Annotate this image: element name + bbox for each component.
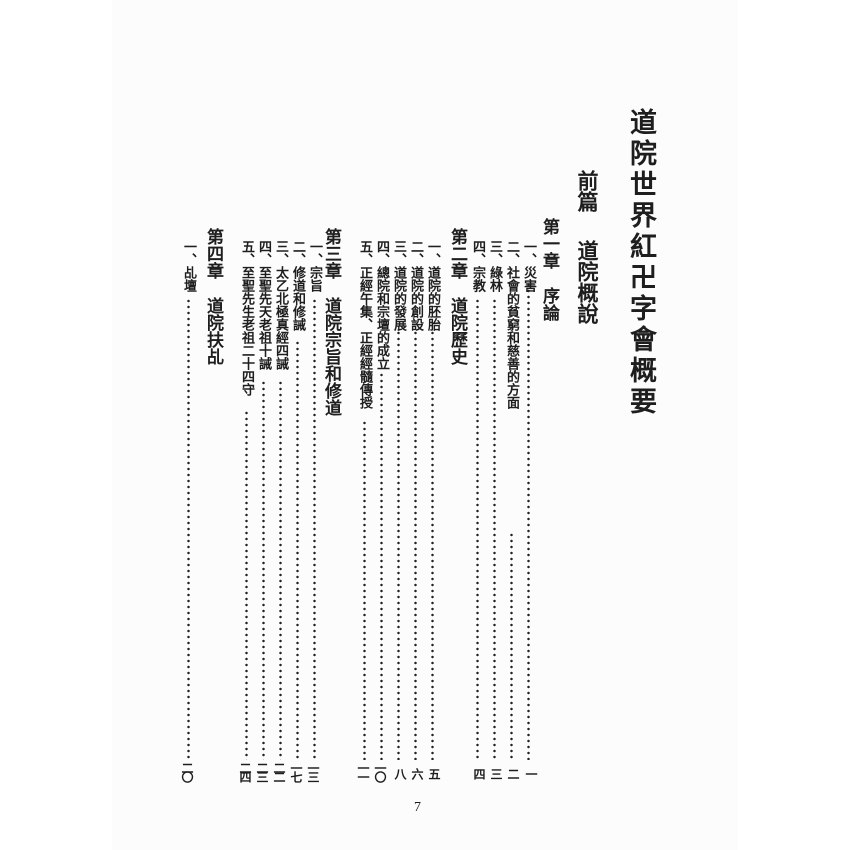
chapter-2-heading: 第二章道院歷史	[447, 228, 467, 365]
chapter-4-heading: 第四章道院扶乩	[203, 228, 223, 365]
toc-entry[interactable]: 四、宗教	[470, 240, 485, 292]
page-number: 二四	[238, 762, 252, 780]
toc-entry[interactable]: 二、社會的貧窮和慈善的方面	[504, 240, 519, 409]
page-number: 四	[472, 768, 486, 777]
page-number: 二	[506, 768, 520, 777]
toc-entry[interactable]: 一、乩壇	[181, 240, 196, 292]
page-number: 六	[410, 768, 424, 777]
toc-entry[interactable]: 一、道院的胚胎	[425, 240, 440, 331]
toc-entry[interactable]: 五、正經午集、正經經髓傳授	[357, 240, 372, 409]
toc-entry[interactable]: 四、總院和宗壇的成立	[374, 240, 389, 370]
page-number: 一七	[289, 762, 303, 780]
toc-entry[interactable]: 五、至聖先生老祖二十四守	[239, 240, 254, 396]
chapter-title: 序論	[539, 287, 559, 321]
page-number: 二三	[255, 762, 269, 780]
page-number: 二〇	[180, 762, 194, 780]
toc-entry[interactable]: 二、道院的創設	[408, 240, 423, 331]
toc-entry[interactable]: 三、綠林	[487, 240, 502, 292]
toc-entry[interactable]: 二、修道和修誡	[290, 240, 305, 331]
toc-entry[interactable]: 一、災害	[521, 240, 536, 292]
part-prefix: 前篇	[575, 170, 600, 212]
page-number: 八	[393, 768, 407, 777]
toc-entry[interactable]: 四、至聖先天老祖十誡	[256, 240, 271, 370]
chapter-1-heading: 第一章序論	[539, 218, 559, 321]
toc-entry[interactable]: 三、太乙北極真經四誡	[273, 240, 288, 370]
chapter-3-heading: 第三章道院宗旨和修道	[321, 228, 341, 416]
toc-entry[interactable]: 一、宗旨	[307, 240, 322, 292]
book-title: 道院世界紅卍字會概要	[625, 108, 656, 418]
part-heading: 前篇道院概說	[575, 170, 600, 324]
chapter-label: 第一章	[539, 218, 559, 269]
folio-page-number: 7	[414, 800, 421, 815]
toc-entry[interactable]: 三、道院的發展	[391, 240, 406, 331]
page-number: 五	[427, 768, 441, 777]
page-number: 一〇	[373, 762, 387, 780]
page-number: 一一	[356, 762, 370, 780]
page-number: 二二	[272, 762, 286, 780]
page-number: 三	[489, 768, 503, 777]
book-page: 道院世界紅卍字會概要 前篇道院概說 第一章序論 一、災害 一 二、社會的貧窮和慈…	[112, 0, 738, 850]
part-title: 道院概說	[575, 240, 600, 324]
page-number: 一	[524, 768, 538, 777]
page-number: 一三	[306, 762, 320, 780]
